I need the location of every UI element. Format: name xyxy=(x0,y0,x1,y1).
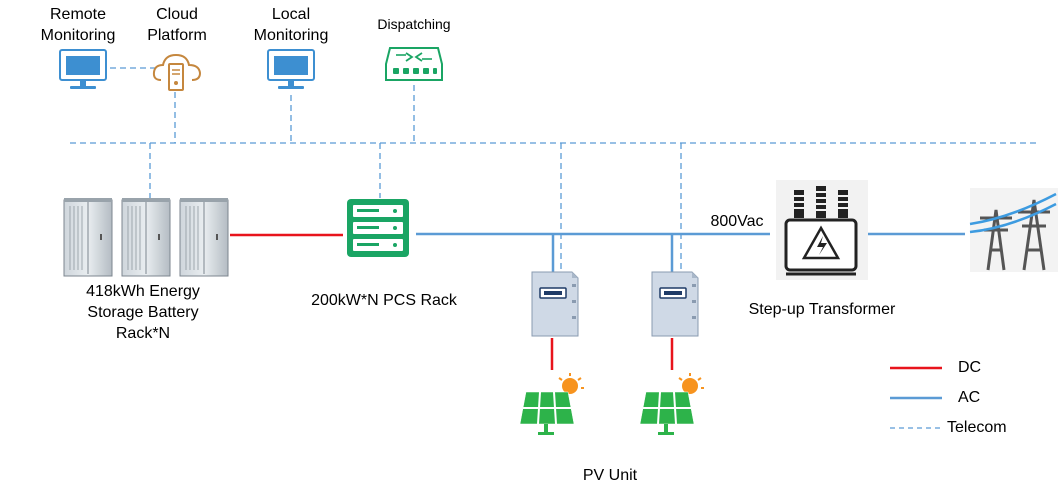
monitor-icon xyxy=(59,49,107,89)
inverter-icon xyxy=(651,271,699,337)
cloud-platform-label: Cloud Platform xyxy=(147,6,207,44)
cloud-server-icon xyxy=(152,53,202,91)
legend-label-ac: AC xyxy=(958,389,981,406)
transformer-icon xyxy=(776,180,868,280)
local-monitoring-label: Local Monitoring xyxy=(253,6,329,44)
legend-label-telecom: Telecom xyxy=(947,419,1007,436)
remote-monitoring-label: Remote Monitoring xyxy=(40,6,116,44)
network-switch-icon xyxy=(385,47,443,81)
transmission-tower-icon xyxy=(969,188,1058,272)
transformer-label: Step-up Transformer xyxy=(748,301,896,318)
pcs-rack-label: 200kW*N PCS Rack xyxy=(311,292,457,309)
battery-rack-icon xyxy=(63,198,229,277)
pv-unit-label: PV Unit xyxy=(582,467,638,484)
pcs-rack-icon xyxy=(347,199,409,257)
voltage-label: 800Vac xyxy=(710,213,764,230)
solar-panel-icon xyxy=(639,373,704,435)
legend-label-dc: DC xyxy=(958,359,982,376)
dispatching-label: Dispatching xyxy=(377,16,451,32)
battery-rack-label: 418kWh Energy Storage Battery Rack*N xyxy=(86,283,200,342)
monitor-icon xyxy=(267,49,315,89)
inverter-icon xyxy=(531,271,579,337)
solar-panel-icon xyxy=(519,373,584,435)
